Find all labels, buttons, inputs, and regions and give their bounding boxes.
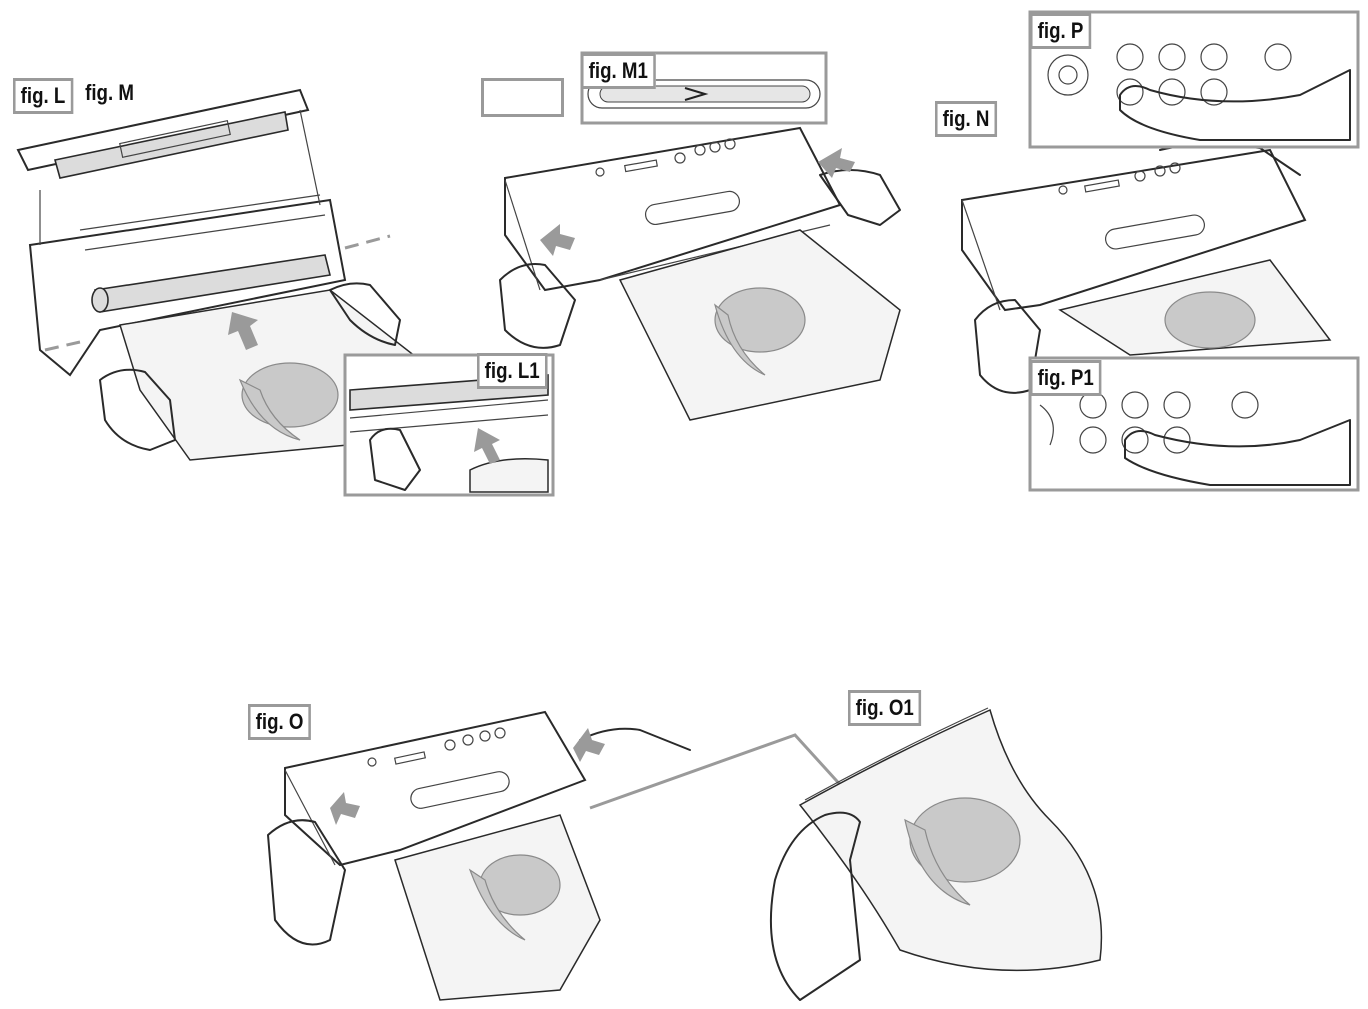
- fig-m-label: fig. M: [85, 80, 134, 105]
- fig-m1-label: fig. M1: [581, 53, 656, 89]
- fig-o1-label: fig. O1: [848, 690, 922, 726]
- fig-n-illustration: [961, 143, 1332, 394]
- fig-l-label: fig. L: [13, 78, 73, 114]
- fig-m-illustration: [499, 126, 901, 421]
- fig-p1-label: fig. P1: [1030, 360, 1102, 396]
- blank-label-box: [481, 78, 564, 117]
- fig-l-illustration: [16, 88, 421, 461]
- fig-l1-label: fig. L1: [477, 353, 548, 389]
- fig-o-illustration: [267, 710, 847, 1001]
- fig-o-label: fig. O: [248, 704, 312, 740]
- fig-o1-illustration: [769, 707, 1103, 1001]
- fig-p-label: fig. P: [1030, 13, 1092, 49]
- fig-n-label: fig. N: [935, 101, 998, 137]
